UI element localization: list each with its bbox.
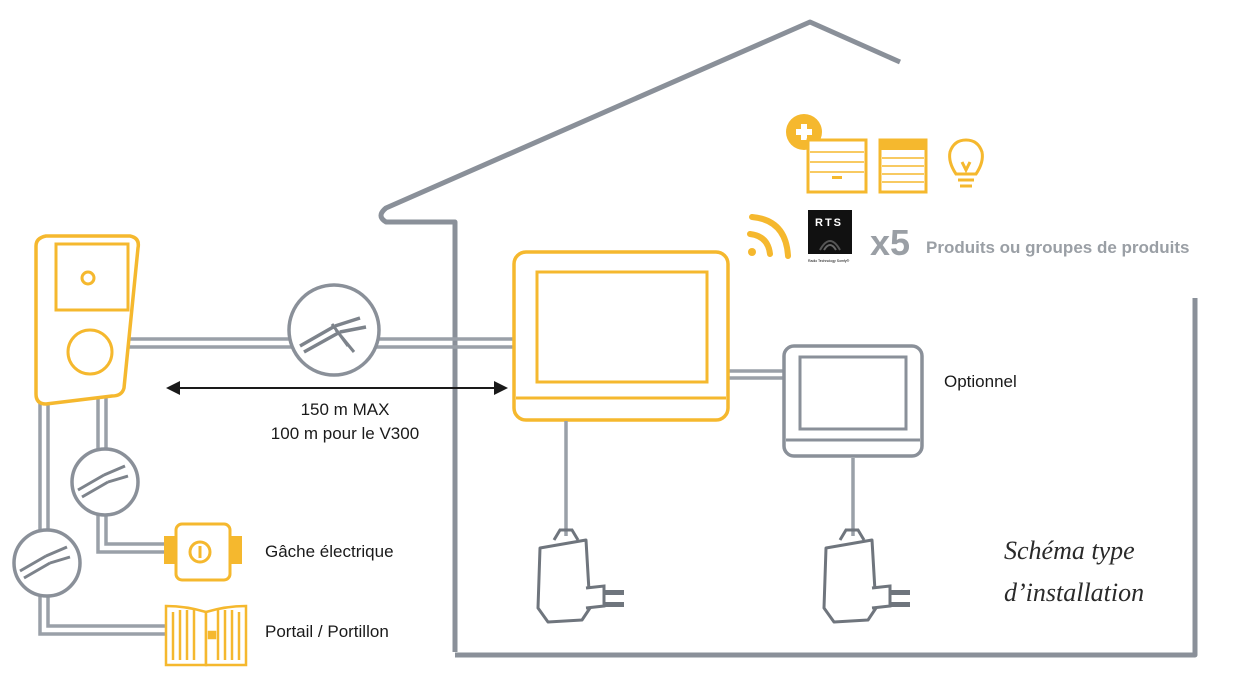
rts-multiplier: x5 [870,222,911,263]
diagram-title-line2: d’installation [1004,578,1145,607]
distance-max: 150 m MAX [300,400,390,419]
shutter-icon [878,138,928,194]
rts-logo-icon: RTS Radio Technology Somfy® [808,210,852,263]
garage-door-icon [806,138,868,194]
wireless-signal-icon [747,214,791,259]
monitor-icon [512,250,730,422]
rts-logo-subtext: Radio Technology Somfy® [808,259,850,263]
electric-strike-label: Gâche électrique [265,542,394,561]
distance-arrow [166,381,508,395]
electric-strike-icon [164,522,242,582]
power-adapter-icon [536,528,624,624]
power-adapter-icon [822,528,910,624]
cable-icon [287,283,381,377]
light-bulb-icon [948,138,984,188]
cable-doorbell-gate [38,400,165,636]
rts-description: Produits ou groupes de produits [926,238,1190,257]
cable-monitor-optional [728,369,784,380]
cable-icon [12,528,82,598]
diagram-title-line1: Schéma type [1004,536,1135,565]
diagram-title: Schéma type d’installation [1004,530,1144,614]
optional-monitor-icon [782,344,924,458]
doorbell-icon [34,234,141,406]
house-outline [378,19,1198,658]
cable-doorbell-strike [96,392,172,554]
distance-v300: 100 m pour le V300 [270,424,420,443]
gate-label: Portail / Portillon [265,622,389,641]
gate-icon [164,604,248,667]
cable-icon [70,447,140,517]
optional-label: Optionnel [944,372,1017,391]
distance-label: 150 m MAX 100 m pour le V300 [215,398,475,446]
rts-logo-text: RTS [815,217,843,229]
